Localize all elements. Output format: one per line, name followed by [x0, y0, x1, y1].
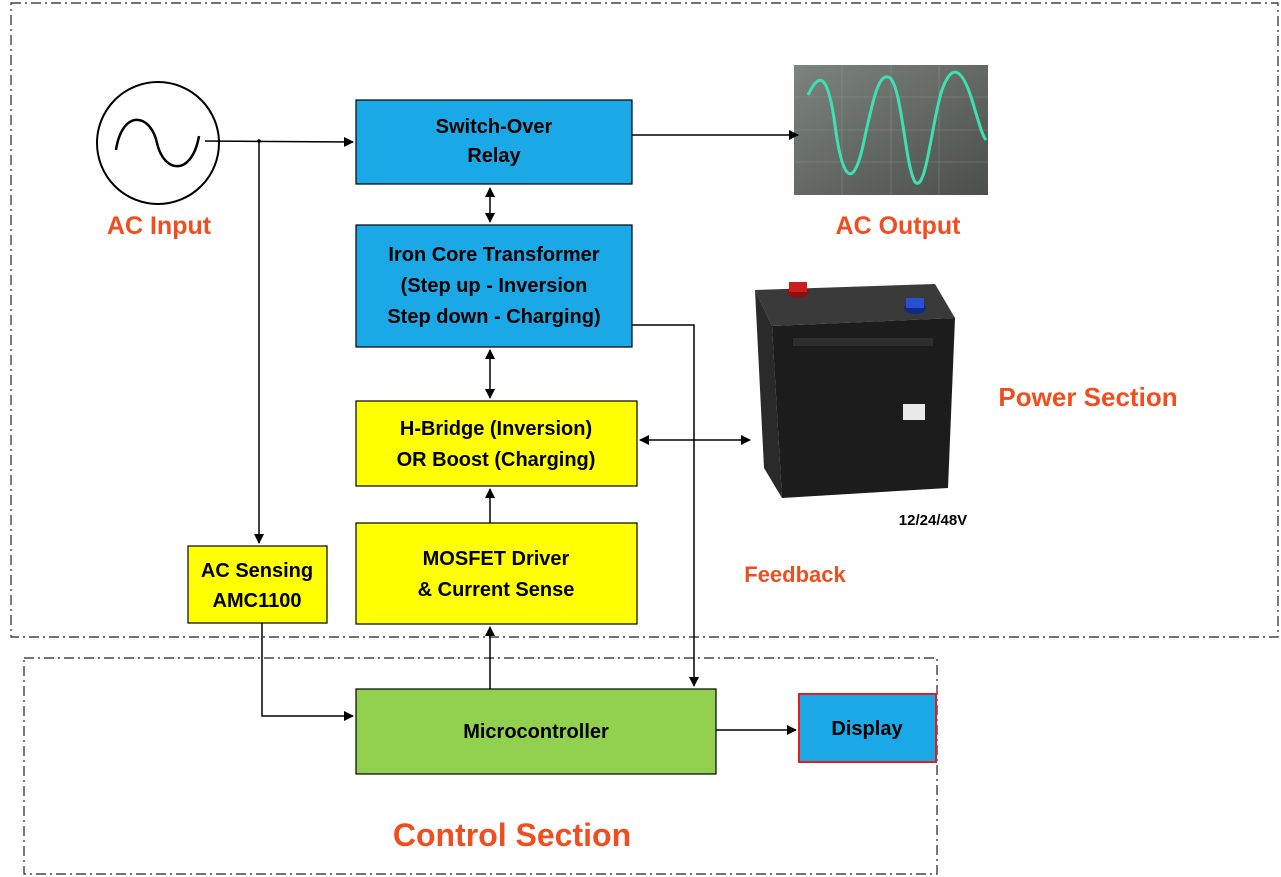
ac-output-label: AC Output	[836, 212, 962, 240]
sensing-label-line1: AC Sensing	[201, 560, 313, 582]
sensing-label-line2: AMC1100	[213, 590, 302, 612]
relay-label-line1: Switch-Over	[436, 116, 553, 138]
transformer-label-line3: Step down - Charging)	[387, 306, 600, 328]
relay-label-line2: Relay	[467, 145, 521, 167]
control-section-frame	[23, 657, 938, 875]
control-section-label: Control Section	[393, 817, 631, 853]
relay-block	[355, 99, 633, 185]
transformer-label-line1: Iron Core Transformer	[388, 244, 599, 266]
mcu-block	[355, 688, 717, 775]
driver-label-line2: & Current Sense	[418, 579, 575, 601]
driver-label-line1: MOSFET Driver	[423, 548, 570, 570]
ac-input-label: AC Input	[107, 212, 212, 240]
transformer-block	[355, 224, 633, 348]
display-block	[798, 693, 937, 763]
hbridge-block	[355, 400, 638, 487]
ac-input-to-relay-arrow	[204, 136, 354, 147]
mcu-label: Microcontroller	[463, 721, 609, 743]
feedback-label: Feedback	[744, 562, 846, 587]
battery-icon	[755, 282, 955, 498]
driver-block	[355, 522, 638, 625]
feedback-line-arrow	[632, 324, 699, 687]
oscilloscope-sine-icon	[794, 65, 988, 195]
display-label: Display	[831, 718, 903, 740]
battery-voltage-label: 12/24/48V	[899, 512, 967, 529]
ac-source-icon	[96, 81, 220, 205]
hbridge-label-line2: OR Boost (Charging)	[397, 449, 596, 471]
power-section-label: Power Section	[998, 382, 1177, 412]
sensing-block	[187, 545, 328, 624]
sensing-to-mcu-arrow	[261, 623, 354, 721]
transformer-label-line2: (Step up - Inversion	[401, 275, 588, 297]
hbridge-label-line1: H-Bridge (Inversion)	[400, 418, 592, 440]
power-section-frame	[10, 2, 1279, 638]
